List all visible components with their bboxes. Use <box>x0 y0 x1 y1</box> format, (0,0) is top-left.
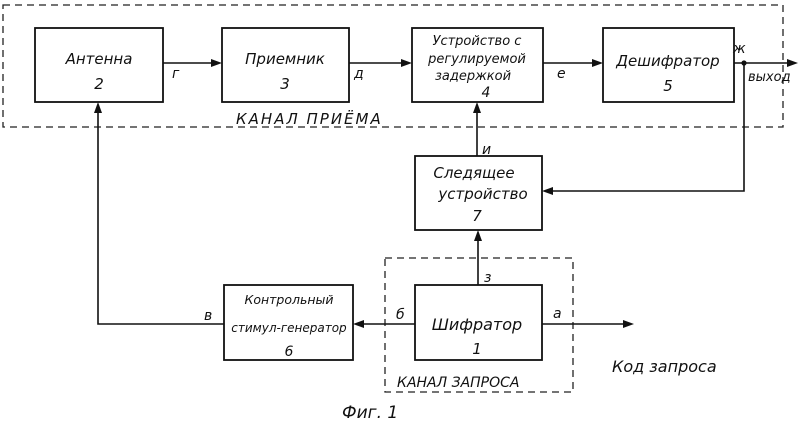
generator-line1: Контрольный <box>244 292 333 307</box>
decoder-name: Дешифратор <box>615 52 719 70</box>
delay-number: 4 <box>482 85 491 101</box>
signal-z-label: з <box>484 270 491 286</box>
signal-i-label: и <box>482 142 491 158</box>
arrow-head <box>542 187 553 195</box>
arrow-head <box>211 59 222 67</box>
tracker-line2: устройство <box>437 185 527 203</box>
arrow-head <box>787 59 798 67</box>
request-channel-label: КАНАЛ ЗАПРОСА <box>397 375 520 391</box>
arrow-head <box>474 230 482 241</box>
signal-d-label: д <box>353 66 364 82</box>
signal-e-label: е <box>557 66 566 82</box>
tracker-line1: Следящее <box>433 164 514 182</box>
generator-line2: стимул-генератор <box>231 321 347 335</box>
delay-line1: Устройство с <box>433 34 522 49</box>
figure-caption: Фиг. 1 <box>342 403 398 423</box>
generator-number: 6 <box>285 344 294 360</box>
arrow-head <box>353 320 364 328</box>
signal-b-label: б <box>396 307 405 323</box>
arrow-head <box>473 102 481 113</box>
antenna-name: Антенна <box>65 50 133 68</box>
tracker-number: 7 <box>472 207 482 225</box>
signal-zh-label: ж <box>732 41 746 57</box>
decoder-number: 5 <box>663 77 673 95</box>
encoder-name: Шифратор <box>432 315 522 334</box>
encoder-number: 1 <box>472 340 482 358</box>
receiver-name: Приемник <box>245 50 325 68</box>
delay-line2: регулируемой <box>427 52 526 67</box>
request-code-label: Код запроса <box>612 357 717 376</box>
arrow-head <box>623 320 634 328</box>
arrow-head <box>401 59 412 67</box>
receiver-number: 3 <box>280 75 290 93</box>
antenna-number: 2 <box>94 75 104 93</box>
signal-a-label: а <box>553 306 562 322</box>
generator-to-antenna-line <box>98 110 224 324</box>
delay-line3: задержкой <box>435 69 511 84</box>
receive-channel-label: КАНАЛ ПРИЁМА <box>236 109 383 128</box>
signal-g-label: г <box>172 66 180 82</box>
arrow-head <box>592 59 603 67</box>
signal-v-label: в <box>204 308 212 324</box>
output-label: выход <box>748 70 791 85</box>
arrow-head <box>94 102 102 113</box>
